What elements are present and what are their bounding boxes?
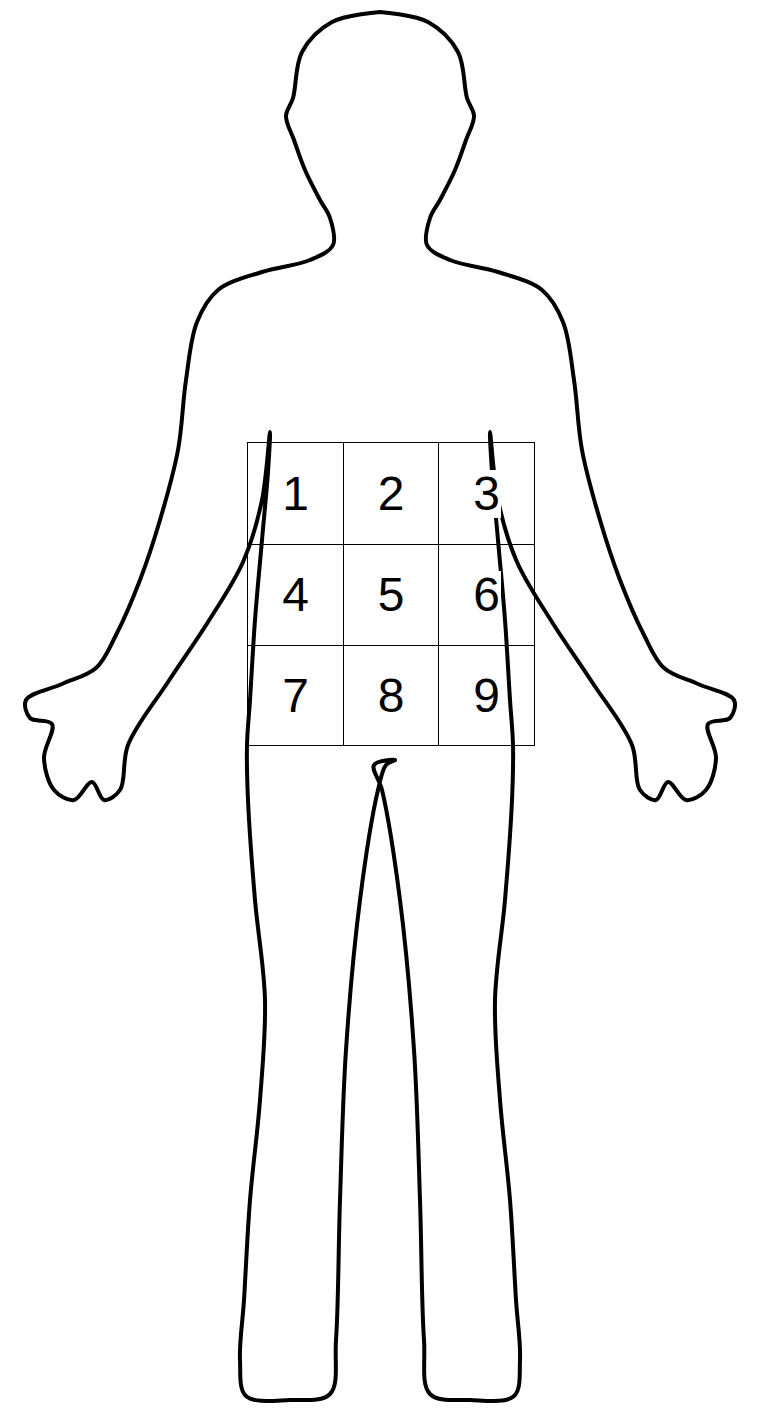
grid-cell: 4 (247, 544, 344, 646)
region-number: 2 (377, 470, 406, 518)
region-number: 4 (281, 571, 310, 619)
grid-cell: 9 (438, 645, 535, 746)
grid-cell: 6 (438, 544, 535, 646)
region-number: 5 (377, 571, 406, 619)
region-number: 1 (281, 470, 310, 518)
grid-cell: 1 (247, 442, 344, 545)
region-number: 3 (472, 470, 501, 518)
grid-cell: 7 (247, 645, 344, 746)
grid-cell: 8 (343, 645, 439, 746)
region-number: 7 (281, 672, 310, 720)
region-number: 8 (377, 672, 406, 720)
grid-cell: 2 (343, 442, 439, 545)
grid-cell: 5 (343, 544, 439, 646)
region-number: 9 (472, 672, 501, 720)
grid-cell: 3 (438, 442, 535, 545)
body-outline (25, 12, 735, 1401)
region-number: 6 (472, 571, 501, 619)
